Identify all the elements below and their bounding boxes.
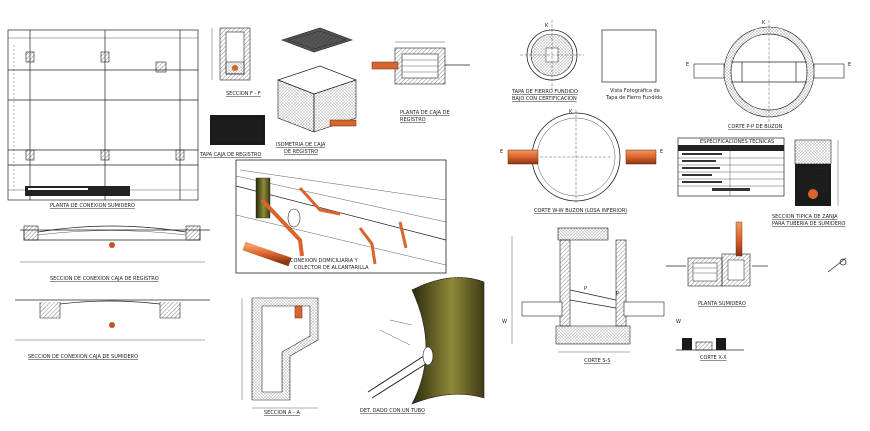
label-corte-s-s: CORTE S-S [584,358,611,364]
label-seccion-a-a: SECCION A - A [264,410,300,416]
mark-w-left: W [502,319,507,325]
mark-e-buzon-left: E [686,62,689,68]
mark-e-corte-w-left: E [500,149,503,155]
label-vista-foto-2: Tapa de Fierro Fundido [605,95,662,101]
label-tapa-fierro-2: BAJO CON CERTIFICACION [512,96,577,102]
tapa-fierro-fundido-drawing: K TAPA DE FIERRO FUNDIDO BAJO CON CERTIF… [511,20,584,102]
label-especificaciones: ESPECIFICACIONES TECNICAS [700,139,774,145]
mark-e-corte-w-right: E [660,149,663,155]
corte-buzon-drawing: K E E CORTE P-P DE BUZON [686,20,851,130]
planta-conexion-sumidero-drawing: PLANTA DE CONEXION SUMIDERO [7,29,199,209]
seccion-f-f-drawing: SECCION F - F [211,27,261,97]
conexion-domiciliaria-drawing: CONEXION DOMICILIARIA Y COLECTOR DE ALCA… [235,159,447,274]
corte-x-x-drawing: CORTE X-X [676,338,744,361]
label-tapa-fierro-1: TAPA DE FIERRO FUNDIDO [511,89,578,95]
label-seccion-caja-sumidero: SECCION DE CONEXION CAJA DE SUMIDERO [28,354,138,360]
seccion-caja-registro-drawing: SECCION DE CONEXION CAJA DE REGISTRO [20,225,210,282]
especificaciones-tecnicas-table: ESPECIFICACIONES TECNICAS [677,137,785,197]
label-corte-buzon: CORTE P-P DE BUZON [728,124,783,130]
label-planta-caja-1: PLANTA DE CAJA DE [400,110,450,116]
mark-w-right: W [676,319,681,325]
planta-caja-registro-drawing: PLANTA DE CAJA DE REGISTRO [371,41,470,123]
label-conexion-1: CONEXION DOMICILIARIA Y [290,258,359,264]
label-isometria-2: DE REGISTRO [284,149,318,155]
tapa-caja-registro-drawing: TAPA CAJA DE REGISTRO [199,115,265,158]
label-corte-x-x: CORTE X-X [700,355,727,361]
corte-w-w-drawing: K E E CORTE W-W BUZON (LOSA INFERIOR) [500,109,663,214]
label-vista-foto-1: Vista Fotográfica de [610,87,660,94]
label-seccion-f-f: SECCION F - F [226,91,261,97]
vista-fotografica-drawing: Vista Fotográfica de Tapa de Fierro Fund… [601,29,662,101]
mark-e-buzon-right: E [848,62,851,68]
mark-k-tapa: K [545,23,549,29]
label-planta-conexion-sumidero: PLANTA DE CONEXION SUMIDERO [50,203,135,209]
seccion-caja-sumidero-drawing: SECCION DE CONEXION CAJA DE SUMIDERO [15,299,210,360]
label-tapa-caja-registro: TAPA CAJA DE REGISTRO [199,152,261,158]
label-planta-caja-2: REGISTRO [400,117,426,123]
corte-s-s-drawing: W W P P CORTE S-S [502,227,681,364]
isometria-caja-registro-drawing: ISOMETRIA DE CAJA DE REGISTRO [276,27,358,155]
mark-k-buzon: K [762,20,766,26]
grate-symbol [827,257,847,273]
label-conexion-2: COLECTOR DE ALCANTARILLA [294,265,369,271]
mark-k-corte-w: K [569,109,573,115]
mark-p-right: P [616,291,619,297]
seccion-zanja-drawing: SECCION TIPICA DE ZANJA PARA TUBERIA DE … [772,139,845,227]
label-seccion-zanja-1: SECCION TIPICA DE ZANJA [772,214,838,220]
label-seccion-zanja-2: PARA TUBERIA DE SUMIDERO [772,221,845,227]
mark-p-left: P [584,286,587,292]
label-corte-w-w: CORTE W-W BUZON (LOSA INFERIOR) [534,208,627,214]
label-isometria-1: ISOMETRIA DE CAJA [276,142,326,148]
seccion-a-a-drawing: SECCION A - A [241,297,319,416]
det-dado-tubo-drawing: DET. DADO CON UN TUBO [360,277,485,414]
label-det-dado-tubo: DET. DADO CON UN TUBO [360,408,425,414]
planta-sumidero-drawing: PLANTA SUMIDERO [666,221,768,307]
label-planta-sumidero: PLANTA SUMIDERO [698,301,746,307]
label-seccion-caja-registro: SECCION DE CONEXION CAJA DE REGISTRO [50,276,159,282]
